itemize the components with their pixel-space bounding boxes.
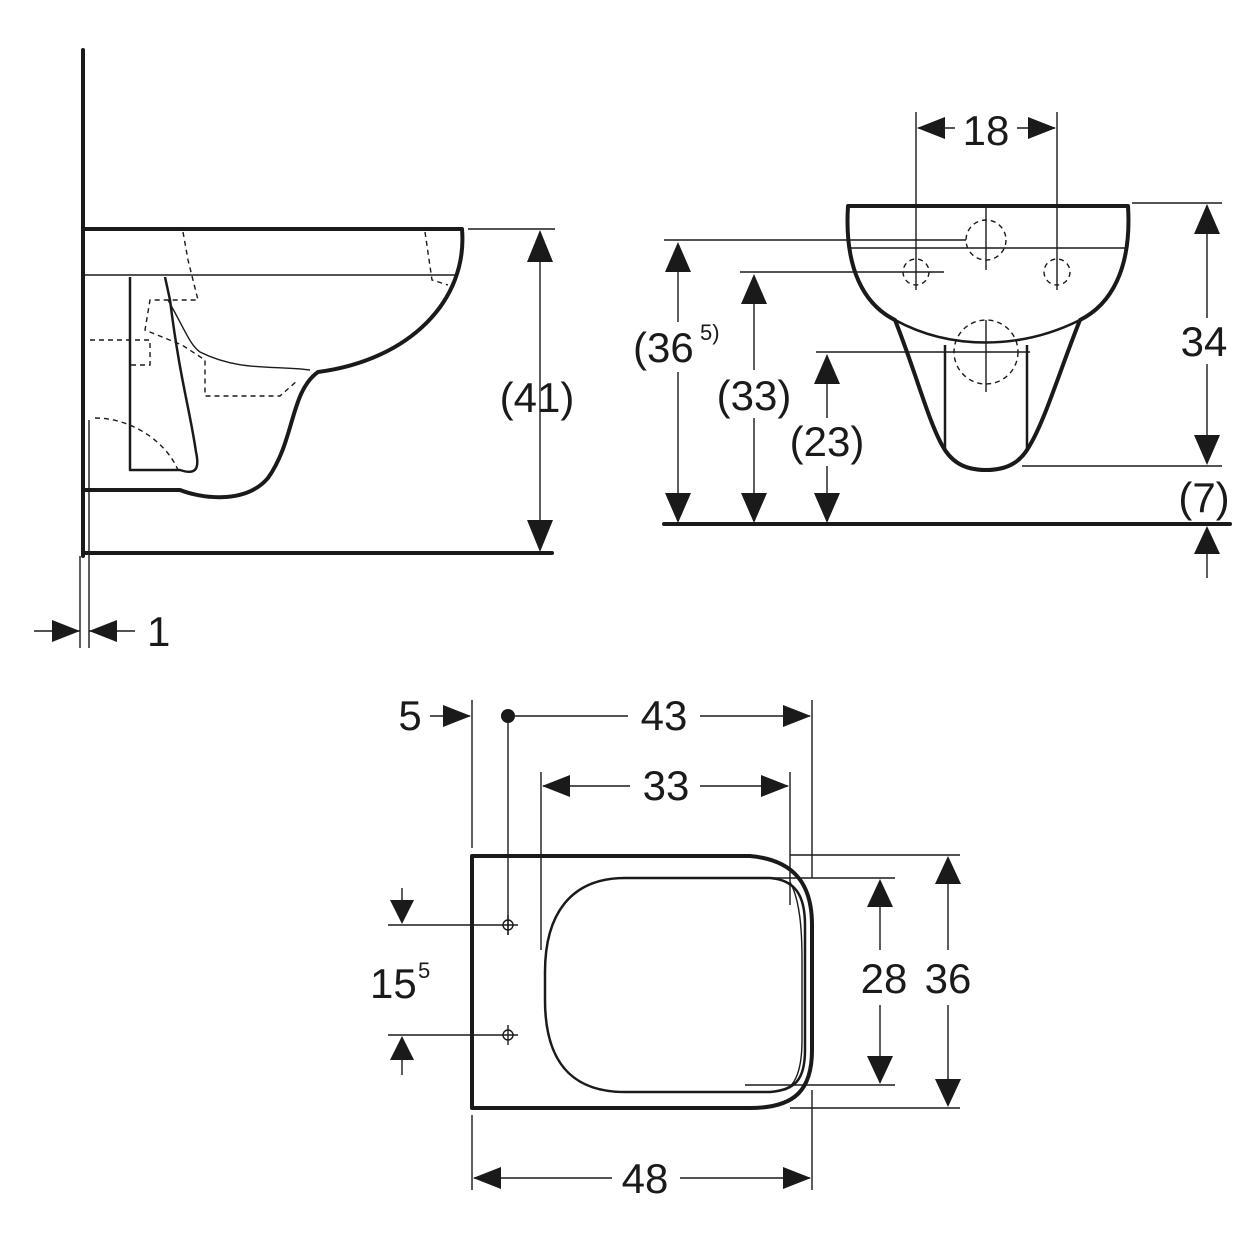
arrow-down: [527, 520, 553, 552]
dim-15-arrow-up: [390, 1036, 414, 1060]
dim-33-arrow-up: [741, 274, 767, 304]
dim-33-bg: [712, 370, 796, 418]
dim-18-arrow-left: [917, 117, 945, 139]
dim-34-bg: [1176, 318, 1238, 364]
front-bowl-outline: [845, 204, 1131, 472]
dim-36w-arrow-up: [935, 856, 961, 884]
height-33-label: (33): [717, 372, 792, 419]
dim-23-bg: [786, 418, 870, 466]
seat-inner-edge: [784, 881, 803, 1091]
hidden-flush: [90, 339, 151, 366]
dim-43-arrow: [783, 705, 811, 727]
side-view: (41) 1: [34, 48, 575, 655]
dim-34-arrow-down: [1194, 435, 1220, 465]
seat-outline: [543, 876, 807, 1094]
fixing-spacing-label: 18: [963, 107, 1010, 154]
dim-18-arrow-right: [1028, 117, 1056, 139]
height-23-label: (23): [790, 418, 865, 465]
dim-33h-arrow-left: [542, 775, 570, 797]
trap-inner: [128, 276, 199, 474]
dim-33h-arrow-right: [761, 775, 789, 797]
trap-curve: [167, 299, 311, 371]
top-outline: [470, 854, 814, 1110]
length-33-label: 33: [643, 762, 690, 809]
dim-28-arrow-down: [867, 1056, 893, 1084]
hidden-lines: [144, 231, 299, 397]
dim-36w-arrow-down: [935, 1079, 961, 1107]
dim-18-bg: [955, 108, 1017, 148]
dim-33-arrow-down: [741, 493, 767, 523]
length-43-label: 43: [641, 692, 688, 739]
dim-7-arrow-up: [1194, 526, 1220, 554]
dim-36-arrow-down: [665, 493, 691, 523]
body-height-label: 34: [1181, 318, 1228, 365]
height-36-label: (36: [633, 324, 694, 371]
dim-36-arrow-up: [665, 242, 691, 272]
height-41-label: (41): [500, 374, 575, 421]
offset-label: 5: [398, 692, 421, 739]
dim-36-bg: [630, 322, 730, 372]
offset-arrow: [443, 705, 471, 727]
dim-23-arrow-down: [814, 493, 840, 523]
dim-48-arrow-right: [783, 1167, 811, 1189]
hidden-outlet: [94, 417, 179, 471]
gap-arrow-right: [52, 620, 80, 642]
front-outlet: [943, 345, 1029, 450]
length-48-label: 48: [622, 1155, 669, 1202]
front-view: 18 (36 5) (33) (23) 34 (7): [630, 107, 1238, 578]
width-28-label: 28: [861, 955, 908, 1002]
bolt-cross-bottom: [498, 1025, 518, 1045]
dim-23-arrow-up: [814, 354, 840, 384]
bowl-outline: [83, 227, 465, 500]
top-view: 5 43 33 48 28 36: [370, 692, 971, 1202]
bolt-spacing-sup: 5: [418, 958, 430, 983]
wall-gap-label: 1: [147, 608, 170, 655]
dim-48-arrow-left: [473, 1167, 501, 1189]
dim-34-arrow-up: [1194, 204, 1220, 234]
dim-15-arrow-down: [390, 900, 414, 924]
hidden-front: [424, 231, 449, 286]
arrow-up: [527, 230, 553, 262]
bolt-spacing-label: 15: [370, 960, 417, 1007]
dim-28-arrow-up: [867, 879, 893, 907]
height-36-sup: 5): [700, 320, 720, 345]
width-36-label: 36: [925, 955, 972, 1002]
gap-arrow-left: [89, 620, 117, 642]
bottom-gap-label: (7): [1178, 474, 1229, 521]
front-bowl-bottom: [894, 318, 1081, 344]
